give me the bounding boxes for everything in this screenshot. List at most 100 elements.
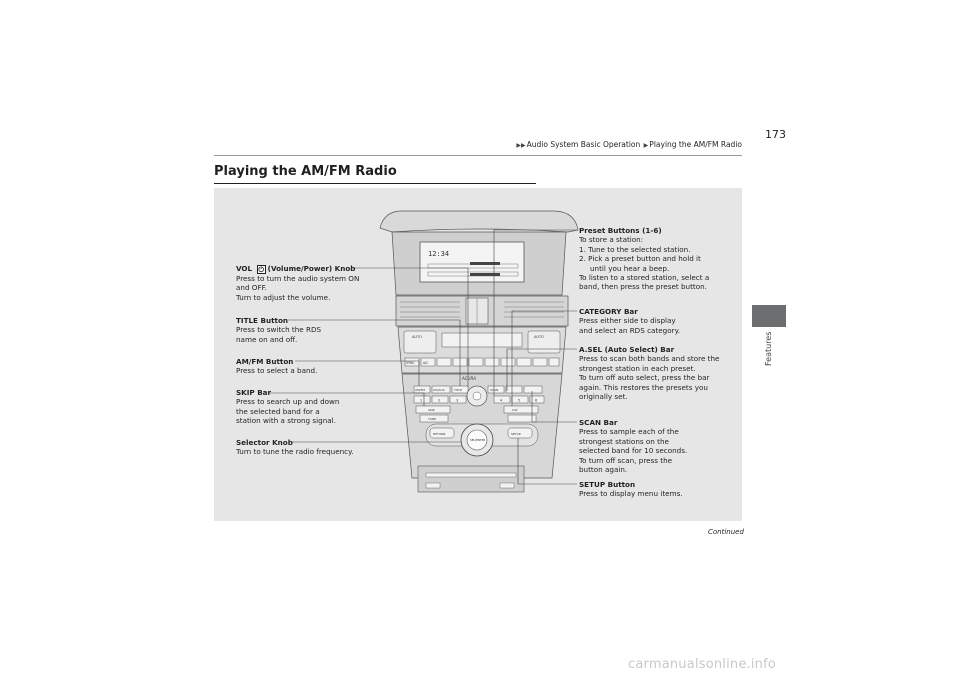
callout-title: SETUP Button xyxy=(579,480,636,489)
callout-setup-button: SETUP Button Press to display menu items… xyxy=(579,480,729,499)
preset-1: 1 xyxy=(420,399,422,403)
display-segment xyxy=(470,273,500,276)
selector-knob-center xyxy=(466,429,488,451)
header-rule xyxy=(214,155,742,156)
climate-knob-right xyxy=(527,330,561,354)
continued-label: Continued xyxy=(708,528,744,536)
climate-label-auto: AUTO xyxy=(412,335,422,339)
callout-title: SCAN Bar xyxy=(579,418,618,427)
callout-amfm-button: AM/FM Button Press to select a band. xyxy=(236,357,346,376)
tune-label: TUNE xyxy=(427,417,436,421)
breadcrumb-item[interactable]: Playing the AM/FM Radio xyxy=(649,140,742,149)
callout-title: Selector Knob xyxy=(236,438,293,447)
callout-vol-knob: VOL ⏻(Volume/Power) Knob Press to turn t… xyxy=(236,264,376,302)
category-bar[interactable]: CAT xyxy=(512,408,518,412)
callout-text: strongest station in each preset. xyxy=(579,363,696,373)
callout-lines xyxy=(268,229,577,485)
cd-eject-button xyxy=(499,482,515,489)
breadcrumb: ▶▶Audio System Basic Operation ▶Playing … xyxy=(515,140,742,149)
return-button xyxy=(429,427,455,439)
callout-text: originally set. xyxy=(579,392,628,402)
callout-text: Turn to adjust the volume. xyxy=(236,292,331,302)
breadcrumb-arrow-icon: ▶ xyxy=(643,142,649,149)
callout-text: Press to switch the RDS xyxy=(236,325,322,335)
climate-label-ac: A/C xyxy=(423,361,429,365)
preset-buttons xyxy=(413,395,545,404)
callout-text: Press to display menu items. xyxy=(579,489,683,499)
callout-title-button: TITLE Button Press to switch the RDS nam… xyxy=(236,316,346,344)
callout-text: and OFF. xyxy=(236,283,267,293)
callout-text: again. This restores the presets you xyxy=(579,382,708,392)
climate-knob-left xyxy=(403,330,437,354)
preset-6: 6 xyxy=(535,399,537,403)
callout-text: To turn off scan, press the xyxy=(579,455,673,465)
callout-text: Press to search up and down xyxy=(236,397,340,407)
callout-scan-bar: SCAN Bar Press to sample each of the str… xyxy=(579,418,729,474)
skip-bar[interactable]: SKIP xyxy=(428,408,435,412)
callout-text: To listen to a stored station, select a xyxy=(579,273,710,283)
climate-display xyxy=(441,332,523,348)
cd-load-button xyxy=(425,482,441,489)
preset-5: 5 xyxy=(518,399,520,403)
power-icon: ⏻ xyxy=(256,265,266,274)
setup-button xyxy=(507,427,533,439)
callout-text: strongest stations on the xyxy=(579,436,669,446)
callout-title: TITLE Button xyxy=(236,316,288,325)
page-title: Playing the AM/FM Radio xyxy=(214,164,397,179)
callout-title: SKIP Bar xyxy=(236,388,272,397)
watermark: carmanualsonline.info xyxy=(628,657,777,672)
setup-label: SETUP xyxy=(511,432,521,436)
callout-preset-buttons: Preset Buttons (1-6) To store a station:… xyxy=(579,226,739,292)
amfm-button[interactable]: AM/FM xyxy=(415,388,425,392)
callout-text: name on and off. xyxy=(236,334,298,344)
callout-text: station with a strong signal. xyxy=(236,416,336,426)
cd-slot xyxy=(425,472,517,478)
preset-4: 4 xyxy=(500,399,502,403)
callout-text: band, then press the preset button. xyxy=(579,282,707,292)
callout-text: Press to turn the audio system ON xyxy=(236,274,360,283)
callout-text: and select an RDS category. xyxy=(579,325,681,335)
callout-text: selected band for 10 seconds. xyxy=(579,446,688,456)
callout-title: A.SEL (Auto Select) Bar xyxy=(579,345,675,354)
callout-text: 2. Pick a preset button and hold it xyxy=(579,254,701,264)
callout-category-bar: CATEGORY Bar Press either side to displa… xyxy=(579,307,729,335)
skip-tune-bars xyxy=(415,405,539,423)
dash-hood xyxy=(379,210,579,233)
title-button[interactable]: TITLE xyxy=(453,388,462,392)
breadcrumb-arrow-icon: ▶▶ xyxy=(516,142,526,149)
callout-text: until you hear a beep. xyxy=(590,263,670,273)
power-icon xyxy=(472,391,482,401)
callout-asel-bar: A.SEL (Auto Select) Bar Press to scan bo… xyxy=(579,345,739,401)
callout-text: Turn to tune the radio frequency. xyxy=(236,447,354,457)
climate-label-auto-right: AUTO xyxy=(534,335,544,339)
callout-text: 1. Tune to the selected station. xyxy=(579,244,691,254)
display-segment xyxy=(470,262,500,265)
callout-title: VOL ⏻(Volume/Power) Knob xyxy=(236,264,356,274)
callout-text: Press to scan both bands and store the xyxy=(579,354,720,364)
section-tab[interactable] xyxy=(752,305,786,327)
callout-text: button again. xyxy=(579,465,628,475)
audio-top-buttons xyxy=(413,385,543,394)
breadcrumb-item[interactable]: Audio System Basic Operation xyxy=(526,140,641,149)
callout-text: Press to select a band. xyxy=(236,366,318,376)
right-vent xyxy=(504,301,564,318)
page-number: 173 xyxy=(765,128,786,141)
left-vent xyxy=(400,301,460,318)
callout-selector-knob: Selector Knob Turn to tune the radio fre… xyxy=(236,438,376,457)
callout-title: AM/FM Button xyxy=(236,357,294,366)
sel-enter-label: SEL/ENTER xyxy=(470,438,485,442)
climate-label-sync: SYNC xyxy=(406,361,415,365)
preset-3: 3 xyxy=(456,399,458,403)
callout-text: the selected band for a xyxy=(236,406,320,416)
display-clock: 12:34 xyxy=(428,250,449,258)
callout-title: Preset Buttons (1-6) xyxy=(579,226,662,235)
callout-text: Press to sample each of the xyxy=(579,427,679,437)
cdaux-button[interactable]: CD/AUX xyxy=(433,388,445,392)
callout-skip-bar: SKIP Bar Press to search up and down the… xyxy=(236,388,366,426)
callout-text: To store a station: xyxy=(579,235,644,245)
callout-title: CATEGORY Bar xyxy=(579,307,638,316)
title-rule xyxy=(214,183,536,184)
preset-2: 2 xyxy=(438,399,440,403)
brand-logo: ACURA xyxy=(461,376,476,381)
